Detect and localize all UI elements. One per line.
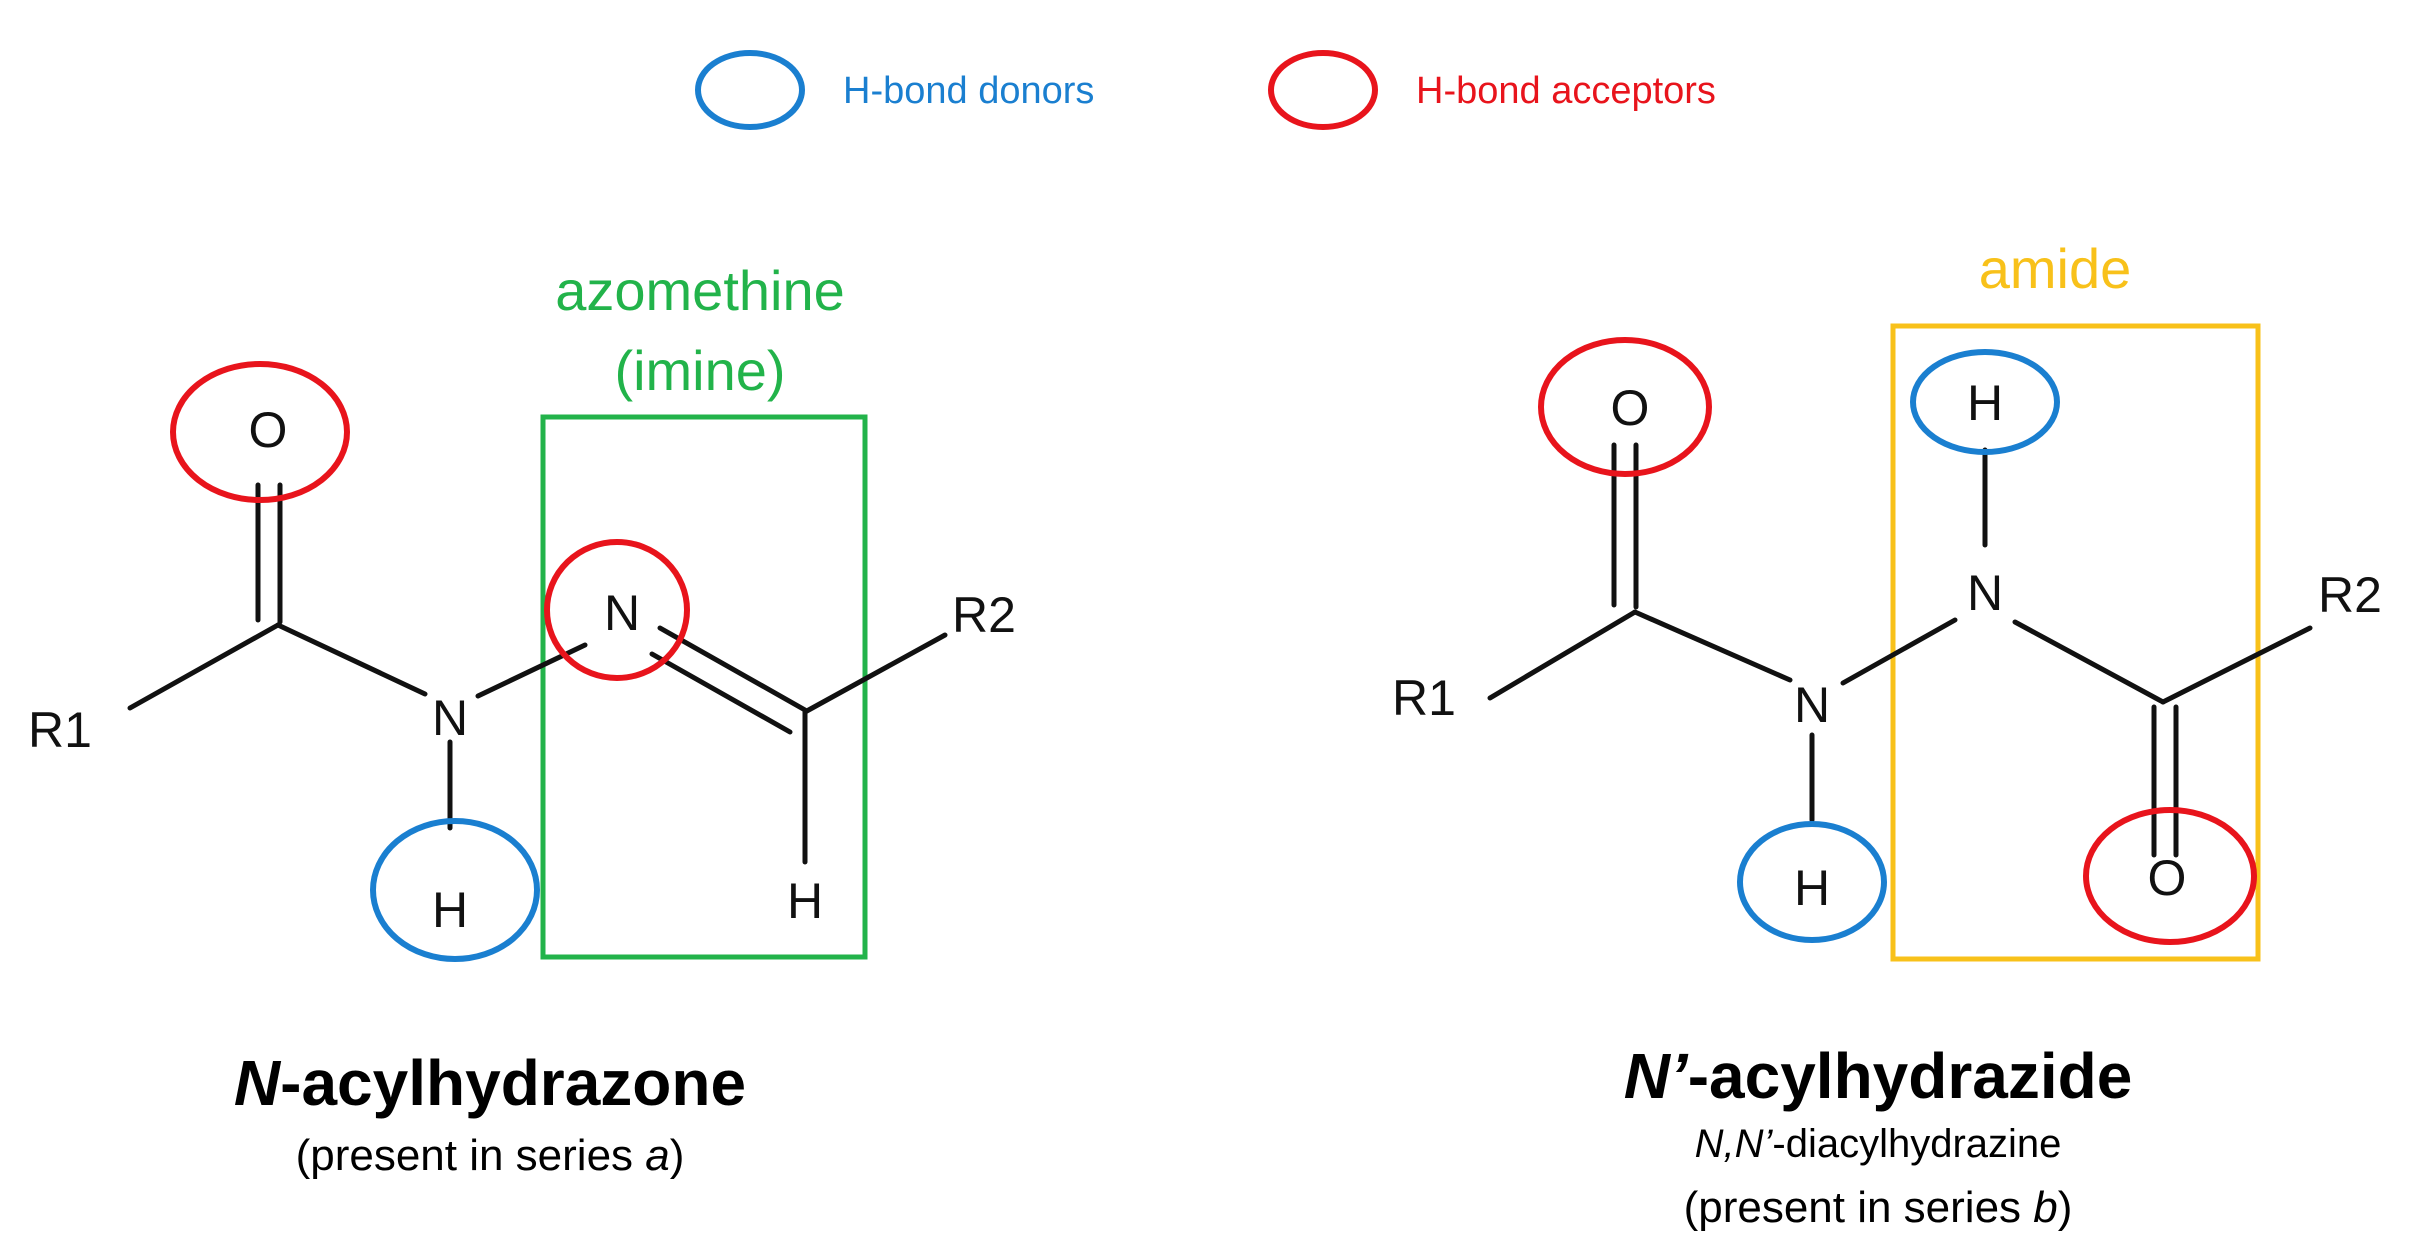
- left-h1-atom: H: [432, 882, 468, 938]
- left-h1-donor-circle: [370, 818, 540, 962]
- right-h1-atom: H: [1794, 860, 1830, 916]
- legend: H-bond donors H-bond acceptors: [695, 50, 1716, 130]
- right-o2-atom: O: [2148, 850, 2187, 906]
- donor-legend-label: H-bond donors: [843, 70, 1094, 112]
- right-bonds: [1487, 442, 2313, 858]
- amide-box: [1890, 323, 2261, 962]
- left-n2-atom: N: [604, 585, 640, 641]
- amide-label: amide: [1979, 237, 2132, 300]
- right-r1-label: R1: [1392, 670, 1456, 726]
- right-r2-label: R2: [2318, 567, 2382, 623]
- left-bonds: [127, 482, 948, 865]
- n-prime-acylhydrazide-structure: amide R1 O N H N H R2 O N’-acylhy: [1392, 237, 2382, 1232]
- right-n1-atom: N: [1794, 677, 1830, 733]
- right-o1-acceptor-circle: [1538, 337, 1712, 477]
- right-h2-donor-circle: [1910, 349, 2060, 455]
- n-acylhydrazone-structure: azomethine (imine) R1 O N H N H R2 N-acy…: [28, 259, 1016, 1180]
- azomethine-label: azomethine: [555, 259, 845, 322]
- right-o1-atom: O: [1611, 380, 1650, 436]
- right-alt-name: N,N’-diacylhydrazine: [1695, 1122, 2062, 1166]
- left-o-acceptor-circle: [170, 361, 350, 503]
- left-h2-atom: H: [787, 873, 823, 929]
- left-n1-atom: N: [432, 690, 468, 746]
- right-title: N’-acylhydrazide: [1624, 1040, 2133, 1112]
- left-title: N-acylhydrazone: [234, 1047, 746, 1119]
- left-o-atom: O: [249, 402, 288, 458]
- right-o2-acceptor-circle: [2083, 807, 2257, 945]
- acceptor-legend-label: H-bond acceptors: [1416, 70, 1716, 112]
- right-h2-atom: H: [1967, 375, 2003, 431]
- azomethine-box: [540, 414, 868, 960]
- left-subtitle: (present in series a): [296, 1131, 685, 1180]
- right-h1-donor-circle: [1737, 821, 1887, 943]
- imine-label: (imine): [614, 339, 785, 402]
- left-n2-acceptor-circle: [544, 539, 690, 681]
- left-r2-label: R2: [952, 587, 1016, 643]
- donor-legend-circle: [695, 50, 805, 130]
- right-subtitle: (present in series b): [1684, 1183, 2073, 1232]
- right-n2-atom: N: [1967, 565, 2003, 621]
- left-r1-label: R1: [28, 702, 92, 758]
- acceptor-legend-circle: [1268, 50, 1378, 130]
